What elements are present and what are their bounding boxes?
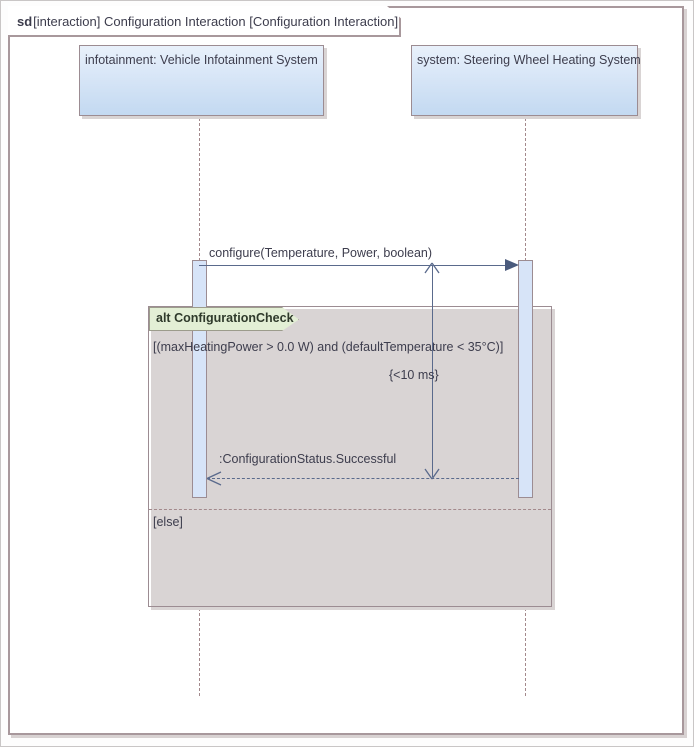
lifeline-label-infotainment: infotainment: Vehicle Infotainment Syste… [85,53,318,67]
message-label-reply: :ConfigurationStatus.Successful [219,452,397,466]
message-line-reply[interactable] [207,478,519,479]
message-line-configure[interactable] [199,265,509,266]
fragment-operator-label: alt ConfigurationCheck [156,311,294,325]
activation-bar-infotainment[interactable] [192,260,207,498]
lifeline-label-system: system: Steering Wheel Heating System [417,53,641,67]
fragment-shadow [151,309,555,610]
fragment-guard-first: [(maxHeatingPower > 0.0 W) and (defaultT… [153,340,504,354]
duration-arrowhead-down [424,468,440,480]
fragment-operator-tab[interactable] [149,307,299,331]
frame-header-label: sd [interaction] Configuration Interacti… [8,6,401,37]
fragment-name-label: ConfigurationCheck [174,311,294,325]
activation-bar-system[interactable] [518,260,533,498]
duration-constraint-line[interactable] [432,266,433,477]
fragment-operand-divider [149,509,551,510]
fragment-guard-else: [else] [153,515,183,529]
lifeline-head-system[interactable] [411,45,638,116]
message-arrowhead-reply [206,471,222,486]
message-arrowhead-configure [505,259,519,271]
alt-fragment[interactable] [148,306,552,607]
duration-constraint-label: {<10 ms} [389,368,439,382]
fragment-operator-keyword: alt [156,311,171,325]
frame-name-label: [interaction] Configuration Interaction … [33,14,399,29]
lifeline-head-infotainment[interactable] [79,45,324,116]
duration-arrowhead-up [424,262,440,274]
frame-kind-label: sd [17,14,33,29]
frame-header-tab[interactable] [8,6,401,37]
message-label-configure: configure(Temperature, Power, boolean) [209,246,433,260]
